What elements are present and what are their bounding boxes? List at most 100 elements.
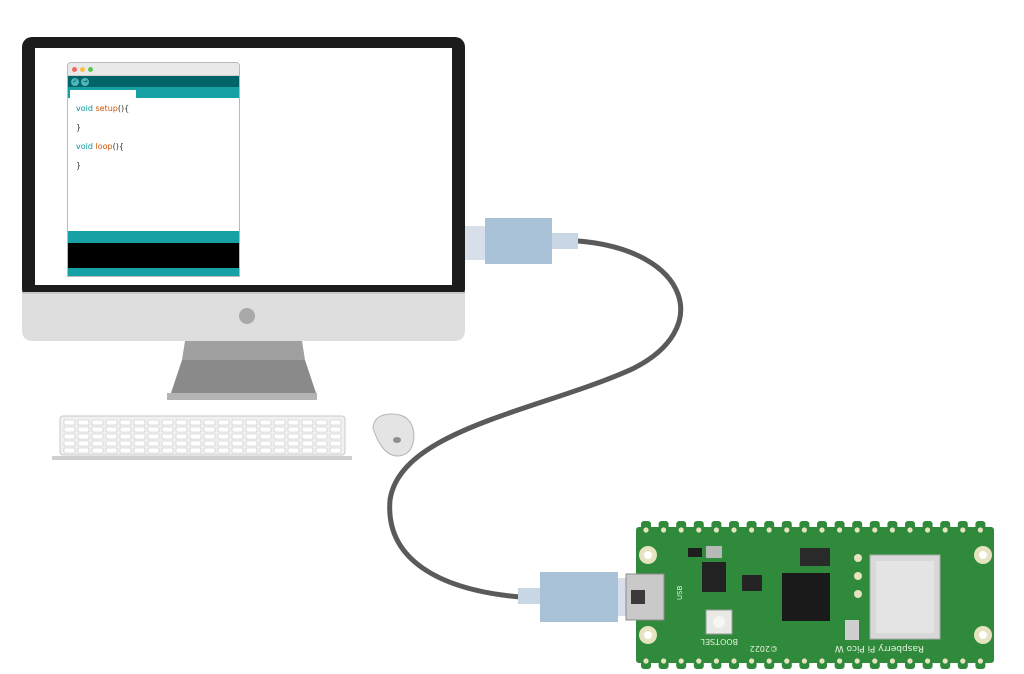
code-punctuation: }	[76, 161, 82, 170]
keyboard-key	[105, 440, 118, 447]
chip-small-2	[742, 575, 762, 591]
window-minimize-icon[interactable]	[80, 66, 85, 72]
usb-connector-computer	[485, 218, 552, 264]
pin-pad	[643, 658, 649, 664]
keyboard-key	[287, 447, 300, 454]
keyboard-key	[259, 433, 272, 440]
keyboard-key	[217, 419, 230, 426]
usb-plug-board	[518, 572, 632, 622]
bootsel-button-cap	[713, 616, 725, 628]
pin-pad	[766, 527, 772, 533]
keyboard-key	[175, 440, 188, 447]
ide-code-editor[interactable]: void setup(){ } void loop(){ }	[68, 98, 239, 178]
keyboard-key	[203, 440, 216, 447]
mounting-hole-tr-inner	[979, 551, 987, 559]
keyboard-key	[301, 433, 314, 440]
keyboard-key	[147, 426, 160, 433]
keyboard-key	[329, 433, 342, 440]
code-function-name: loop	[95, 142, 113, 151]
keyboard-key	[175, 419, 188, 426]
keyboard-key	[245, 447, 258, 454]
pin-pad	[801, 658, 808, 664]
keyboard-key	[91, 426, 104, 433]
pin-header-bottom	[641, 657, 986, 669]
keyboard-key	[147, 433, 160, 440]
mouse	[372, 413, 415, 457]
pin-pad	[889, 527, 896, 533]
keyboard-key	[287, 419, 300, 426]
pin-pad	[960, 527, 966, 533]
keyboard-key	[231, 419, 244, 426]
keyboard-key	[77, 440, 90, 447]
keyboard-key	[217, 447, 230, 454]
rp2040-chip	[782, 573, 830, 621]
code-line: }	[76, 159, 239, 178]
keyboard-key	[161, 447, 174, 454]
keyboard-key	[245, 433, 258, 440]
regulator	[706, 546, 722, 558]
keyboard-key	[189, 447, 202, 454]
keyboard-key	[329, 447, 342, 454]
debug-pad-3	[854, 590, 862, 598]
keyboard-key	[273, 433, 286, 440]
keyboard-key	[105, 419, 118, 426]
code-punctuation: }	[76, 123, 82, 132]
keyboard-key	[119, 433, 132, 440]
keyboard-key	[301, 447, 314, 454]
keyboard-key	[119, 419, 132, 426]
keyboard-key	[105, 433, 118, 440]
keyboard-shadow	[52, 456, 352, 460]
pin-pad	[696, 658, 702, 664]
pin-pad	[977, 658, 984, 664]
keyboard-key	[329, 426, 342, 433]
pin-pad	[696, 527, 702, 533]
ide-sketch-tab[interactable]	[70, 90, 136, 98]
keyboard-key	[63, 426, 76, 433]
keyboard-key	[161, 440, 174, 447]
keyboard-key	[63, 433, 76, 440]
keyboard-key	[91, 447, 104, 454]
keyboard-key	[63, 447, 76, 454]
window-maximize-icon[interactable]	[88, 66, 93, 72]
pin-pad	[661, 527, 667, 533]
keyboard-key	[315, 440, 328, 447]
pin-pad	[661, 658, 667, 664]
flash-chip	[800, 548, 830, 566]
keyboard-key	[273, 447, 286, 454]
keyboard-key	[259, 440, 272, 447]
mouse-body	[372, 413, 415, 457]
keyboard-key	[245, 440, 258, 447]
keyboard-key	[259, 426, 272, 433]
code-function-name: setup	[95, 104, 118, 113]
window-close-icon[interactable]	[72, 66, 77, 72]
keyboard-key	[147, 440, 160, 447]
verify-icon[interactable]: ✓	[71, 77, 79, 86]
keyboard-key	[119, 447, 132, 454]
keyboard-key	[329, 440, 342, 447]
upload-icon[interactable]: →	[81, 77, 89, 86]
keyboard-key	[287, 426, 300, 433]
keyboard-key	[203, 419, 216, 426]
ide-console	[68, 243, 239, 268]
pin-pad	[872, 658, 878, 664]
debug-pad-1	[854, 554, 862, 562]
pin-pad	[784, 658, 790, 664]
pin-pad	[854, 658, 860, 664]
pin-header-top	[641, 521, 986, 533]
keyboard-key	[217, 433, 230, 440]
pin-pad	[942, 527, 948, 533]
keyboard-key	[119, 440, 132, 447]
keyboard-key	[91, 433, 104, 440]
keyboard-key	[63, 440, 76, 447]
keyboard	[52, 415, 352, 460]
keyboard-key	[315, 419, 328, 426]
pin-pad	[643, 527, 649, 533]
keyboard-key	[203, 426, 216, 433]
monitor-chin-shadow	[22, 292, 465, 294]
keyboard-key	[91, 419, 104, 426]
keyboard-key	[315, 426, 328, 433]
keyboard-key	[77, 433, 90, 440]
pin-pad	[819, 658, 825, 664]
mounting-hole-tl-inner	[644, 551, 652, 559]
keyboard-key	[329, 419, 342, 426]
